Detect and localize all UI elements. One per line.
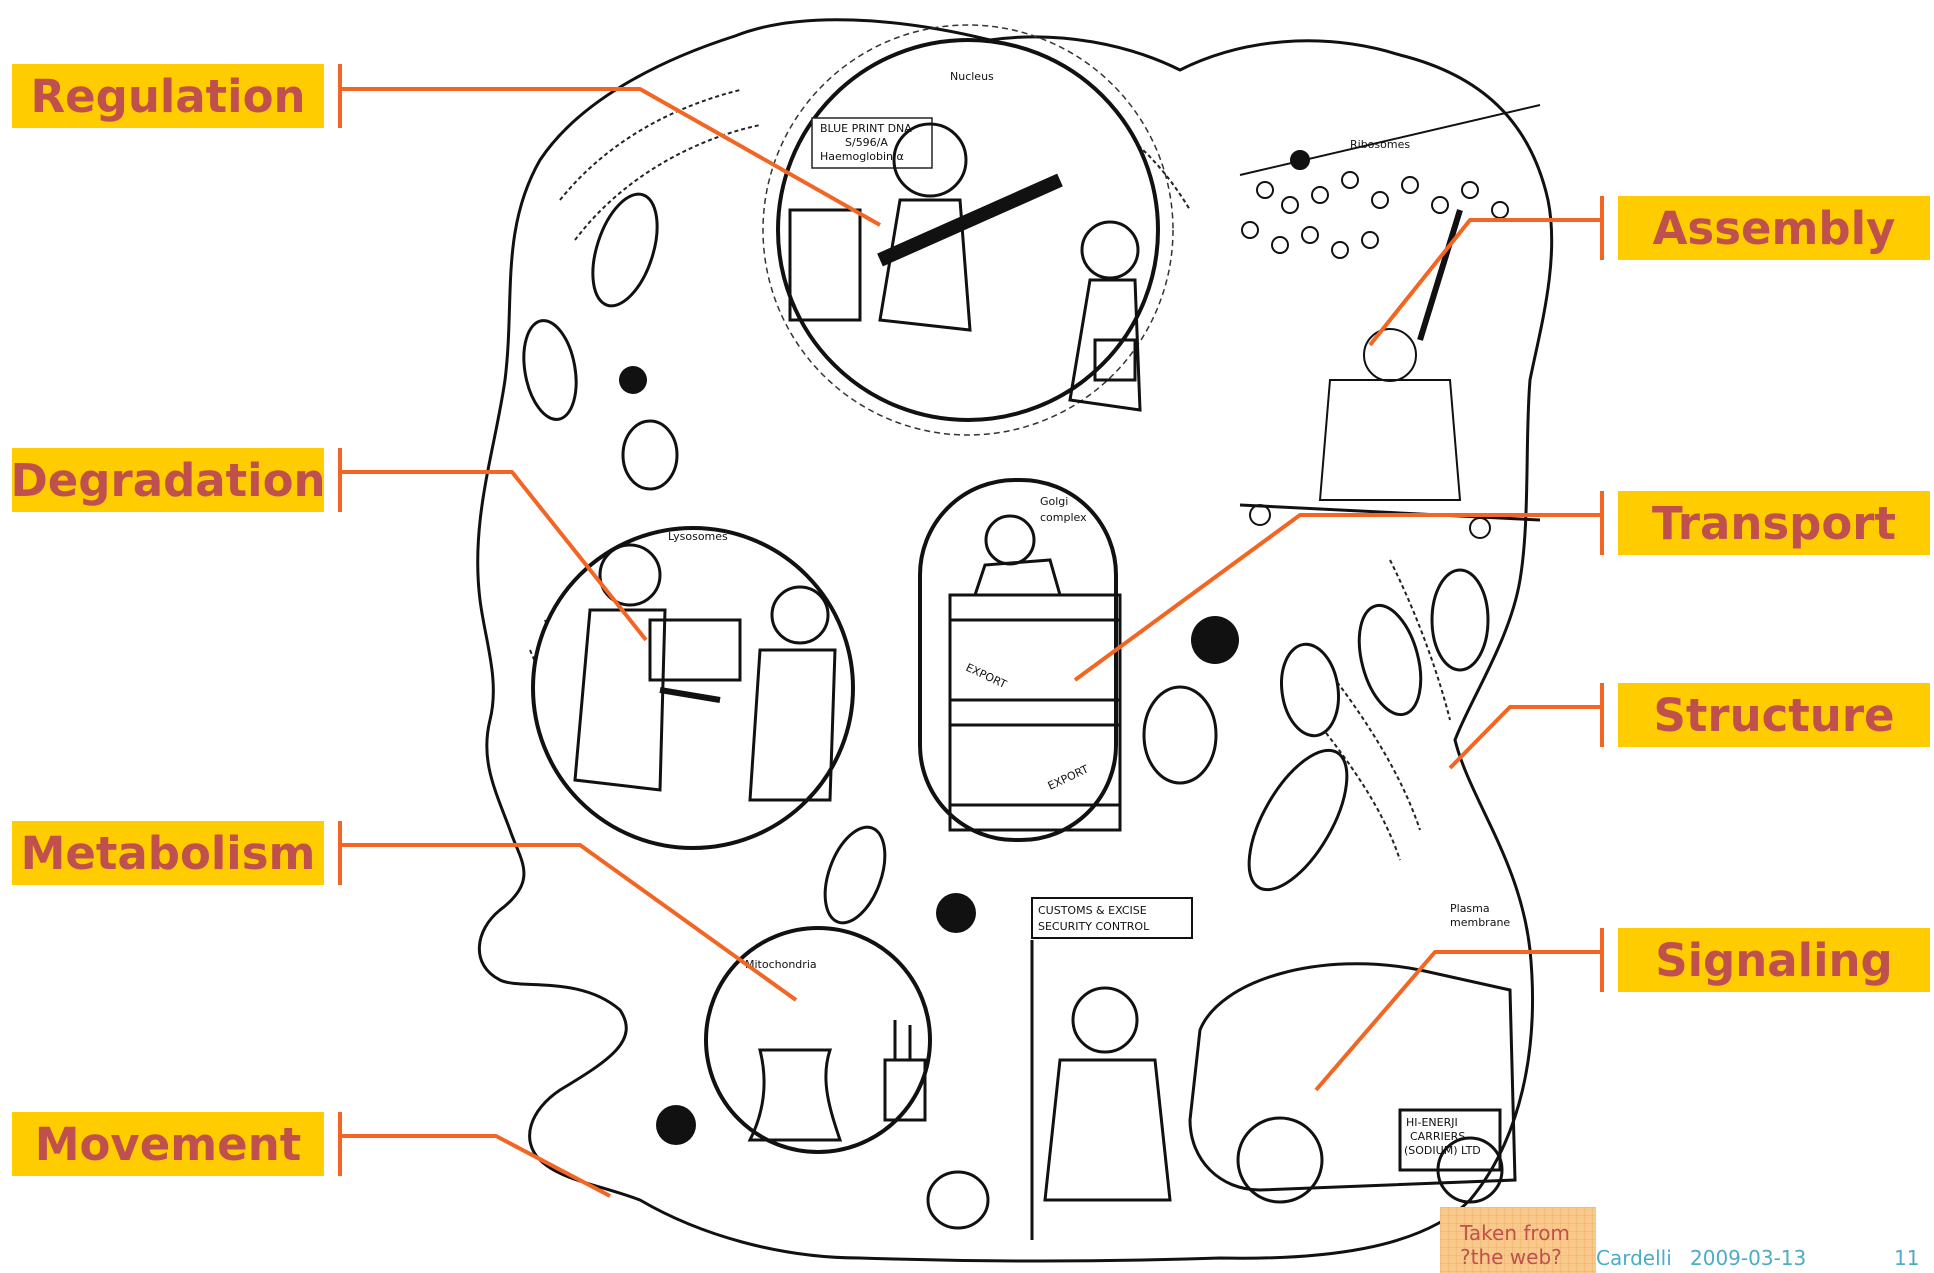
truck-label-3: (SODIUM) LTD — [1404, 1144, 1481, 1157]
export-crate — [948, 514, 1122, 832]
footer-page: 11 — [1894, 1246, 1920, 1270]
nucleus-circle — [776, 38, 1160, 422]
power-plant — [747, 1020, 927, 1142]
blueprint-label-3: Haemoglobin α — [820, 150, 904, 163]
ribosomes-label: Ribosomes — [1350, 138, 1410, 151]
plasma-label-1: Plasma — [1450, 902, 1490, 915]
nucleus-figures — [788, 122, 1142, 412]
customs-label-1: CUSTOMS & EXCISE — [1038, 904, 1147, 917]
golgi-label-1: Golgi — [1040, 495, 1068, 508]
source-note-line1: Taken from — [1460, 1221, 1570, 1245]
label-assembly: Assembly — [1618, 196, 1930, 260]
footer-author: Cardelli — [1596, 1246, 1672, 1270]
truck-label-1: HI-ENERJI — [1406, 1116, 1458, 1129]
customs-label-2: SECURITY CONTROL — [1038, 920, 1150, 933]
label-metabolism: Metabolism — [12, 821, 324, 885]
source-note: Taken from ?the web? — [1440, 1207, 1596, 1273]
label-degradation: Degradation — [10, 448, 326, 512]
mitochondria-label: Mitochondria — [745, 958, 817, 971]
golgi-label-2: complex — [1040, 511, 1087, 524]
truck-label-2: CARRIERS — [1410, 1130, 1465, 1143]
footer-date: 2009-03-13 — [1690, 1246, 1807, 1270]
blueprint-label-1: BLUE PRINT DNA — [820, 122, 912, 135]
label-transport: Transport — [1618, 491, 1930, 555]
plasma-label-2: membrane — [1450, 916, 1510, 929]
label-structure: Structure — [1618, 683, 1930, 747]
nucleus-label: Nucleus — [950, 70, 994, 83]
lysosomes-label: Lysosomes — [668, 530, 728, 543]
label-movement: Movement — [12, 1112, 324, 1176]
blueprint-label-2: S/596/A — [845, 136, 888, 149]
source-note-line2: ?the web? — [1460, 1245, 1562, 1269]
label-signaling: Signaling — [1618, 928, 1930, 992]
label-regulation: Regulation — [12, 64, 324, 128]
